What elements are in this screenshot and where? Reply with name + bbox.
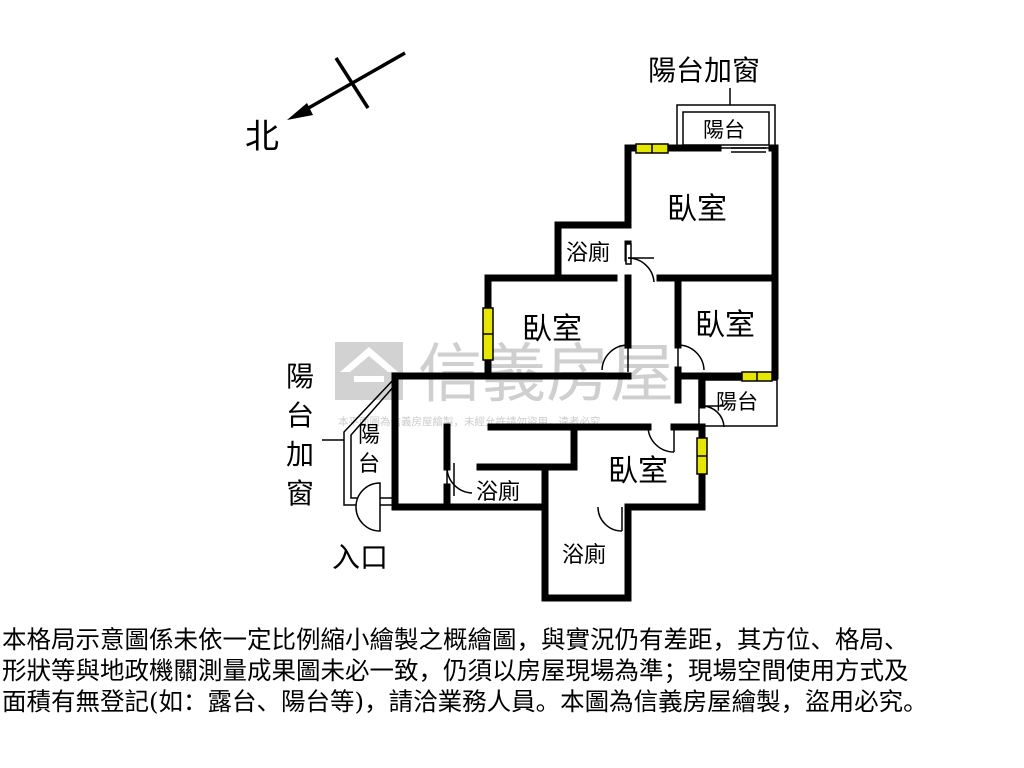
annotation-left-enclosure-2: 台 — [286, 399, 314, 432]
annotations: 陽台加窗 陽 台 加 窗 入口 — [286, 54, 760, 574]
compass-north-label: 北 — [245, 117, 279, 157]
disclaimer-line: 本格局示意圖係未依一定比例縮小繪製之概繪圖，與實況仍有差距，其方位、格局、 — [2, 625, 909, 654]
annotation-entrance: 入口 — [332, 541, 388, 574]
watermark-logo-icon — [335, 342, 403, 400]
annotation-left-enclosure-3: 加 — [286, 438, 314, 471]
room-bath-middle: 浴廁 — [476, 480, 520, 505]
room-bath-bottom: 浴廁 — [562, 543, 606, 568]
floor-plan: 信義房屋 本平面圖為信義房屋繪製，未經允許請勿盜用，違者必究 北 — [245, 51, 779, 602]
walls — [391, 144, 779, 602]
room-balcony-top: 陽台 — [703, 118, 745, 142]
room-balcony-left-1: 陽 — [358, 423, 380, 448]
room-bedroom-right: 臥室 — [695, 308, 755, 343]
disclaimer-line: 形狀等與地政機關測量成果圖未必一致，仍須以房屋現場為準；現場空間使用方式及 — [2, 656, 909, 685]
entrance-door — [355, 482, 381, 532]
north-arrow-icon — [287, 103, 313, 120]
disclaimer-text: 本格局示意圖係未依一定比例縮小繪製之概繪圖，與實況仍有差距，其方位、格局、 形狀… — [2, 624, 1022, 717]
room-balcony-left-2: 台 — [358, 452, 380, 477]
annotation-top-enclosure: 陽台加窗 — [648, 54, 760, 87]
room-labels: 臥室 浴廁 臥室 臥室 臥室 浴廁 浴廁 陽台 陽台 陽 台 — [358, 118, 758, 568]
doors — [355, 243, 725, 532]
room-bedroom-top: 臥室 — [667, 192, 727, 227]
disclaimer-line: 面積有無登記(如：露台、陽台等)，請洽業務人員。本圖為信義房屋繪製，盜用必究。 — [2, 687, 928, 716]
room-bath-top: 浴廁 — [566, 241, 610, 266]
windows — [482, 143, 773, 475]
annotation-left-enclosure-1: 陽 — [286, 360, 314, 393]
annotation-left-enclosure-4: 窗 — [286, 477, 314, 510]
watermark: 信義房屋 本平面圖為信義房屋繪製，未經允許請勿盜用，違者必究 — [335, 338, 674, 428]
north-compass: 北 — [245, 51, 406, 157]
room-balcony-right: 陽台 — [716, 390, 758, 414]
room-bedroom-bottom: 臥室 — [608, 454, 668, 489]
room-bedroom-left: 臥室 — [522, 312, 582, 347]
